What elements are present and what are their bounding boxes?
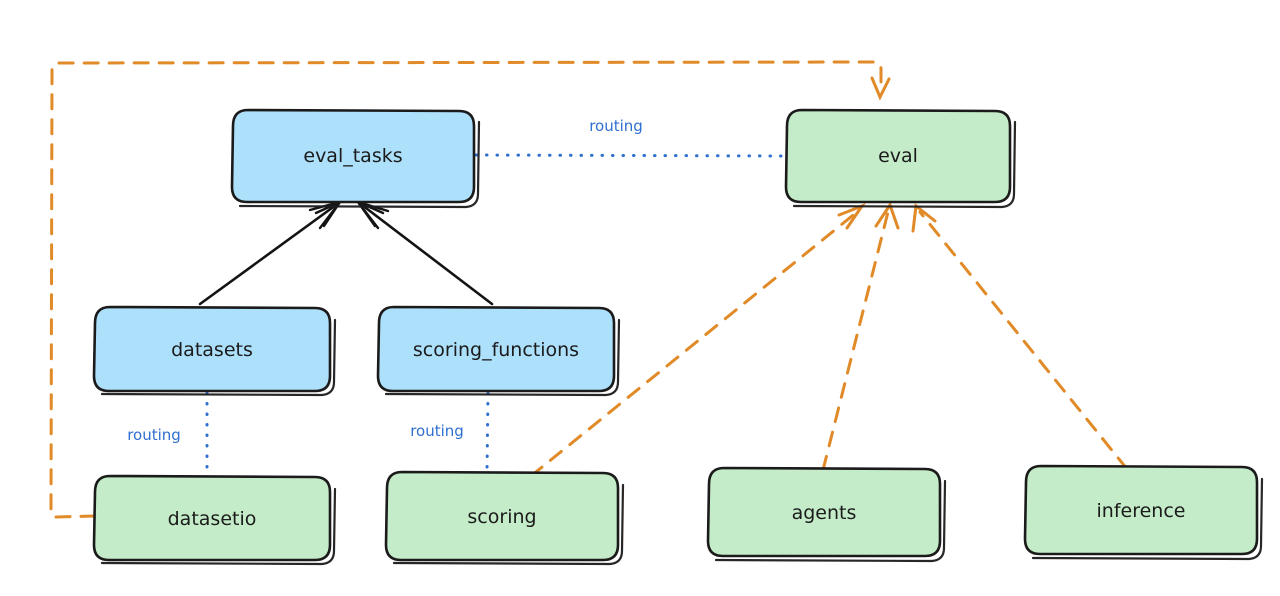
node-scoring-label: scoring bbox=[467, 506, 536, 528]
node-scoring_functions[interactable]: scoring_functions bbox=[376, 305, 621, 397]
edge-inference-to-eval bbox=[911, 203, 1129, 471]
node-scoring_functions-label: scoring_functions bbox=[413, 339, 579, 361]
edge-eval_tasks-to-eval bbox=[474, 153, 786, 158]
edge-scoring_functions-to-eval_tasks bbox=[354, 199, 494, 306]
node-scoring[interactable]: scoring bbox=[384, 470, 625, 566]
node-datasets-label: datasets bbox=[171, 339, 253, 361]
node-eval_tasks-box bbox=[230, 108, 476, 204]
node-inference[interactable]: inference bbox=[1023, 464, 1264, 561]
node-eval_tasks-label: eval_tasks bbox=[303, 145, 402, 167]
node-inference-box bbox=[1023, 464, 1259, 556]
edge-labels-layer: routing routing routing bbox=[127, 117, 643, 444]
node-datasetio-box bbox=[92, 474, 332, 562]
node-datasets-box bbox=[92, 305, 332, 393]
node-eval-box bbox=[784, 108, 1012, 204]
node-scoring_functions-box bbox=[376, 305, 616, 393]
nodes-layer: eval_tasks eval datasets scoring_functio… bbox=[92, 108, 1264, 566]
node-scoring-box bbox=[384, 470, 620, 562]
node-agents-label: agents bbox=[792, 502, 857, 524]
node-datasetio[interactable]: datasetio bbox=[92, 474, 337, 566]
edge-scoring_functions-to-scoring bbox=[485, 391, 490, 473]
node-agents[interactable]: agents bbox=[706, 466, 947, 563]
node-datasets[interactable]: datasets bbox=[92, 305, 337, 397]
node-agents-box bbox=[706, 466, 942, 558]
edge-datasetio-to-eval bbox=[49, 60, 891, 519]
edge-label-routing-scoring: routing bbox=[410, 422, 464, 440]
node-eval-label: eval bbox=[878, 145, 918, 167]
node-eval[interactable]: eval bbox=[784, 108, 1017, 209]
node-inference-label: inference bbox=[1097, 500, 1186, 522]
edge-label-routing-eval: routing bbox=[589, 117, 643, 135]
node-datasetio-label: datasetio bbox=[168, 508, 257, 530]
edge-datasets-to-eval_tasks bbox=[198, 199, 344, 306]
edge-agents-to-eval bbox=[821, 201, 900, 472]
node-eval_tasks[interactable]: eval_tasks bbox=[230, 108, 481, 209]
edge-label-routing-datasetio: routing bbox=[127, 426, 181, 444]
